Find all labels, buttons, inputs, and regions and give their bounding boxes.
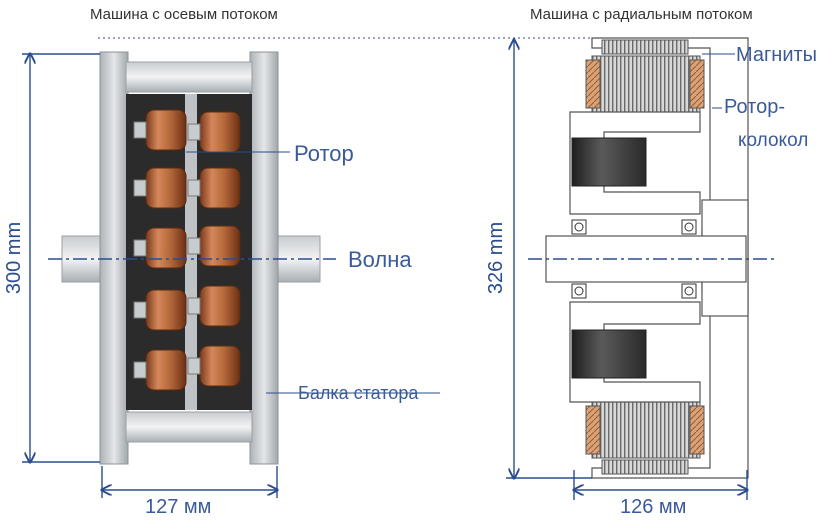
radial-bearings xyxy=(571,219,697,299)
axial-coil-left xyxy=(145,289,187,331)
axial-stator-clamp xyxy=(133,239,147,257)
radial-top-coil-right xyxy=(689,59,705,109)
axial-stator-clamp xyxy=(133,301,147,319)
axial-right-plate xyxy=(249,51,279,465)
radial-top-lam-band xyxy=(591,55,701,113)
radial-height-label: 326 mm xyxy=(485,222,507,294)
radial-magnet-lower xyxy=(571,329,647,379)
axial-title: Машина с осевым потоком xyxy=(90,6,278,23)
stator-beam-label: Балка статора xyxy=(298,383,419,403)
radial-machine xyxy=(545,37,749,479)
axial-top-rod xyxy=(125,61,253,93)
axial-bottom-rod xyxy=(125,411,253,443)
axial-stator-clamp xyxy=(133,179,147,197)
axial-stator-clamp xyxy=(187,297,201,315)
axial-coil-left xyxy=(145,167,187,209)
axial-coil-left xyxy=(145,227,187,269)
axial-stator-clamp xyxy=(187,123,201,141)
radial-magnet-upper xyxy=(571,137,647,187)
radial-bottom-coil-right xyxy=(689,405,705,455)
radial-title: Машина с радиальным потоком xyxy=(530,6,753,23)
axial-coil-right xyxy=(199,345,241,387)
axial-stator-clamp xyxy=(187,179,201,197)
radial-width-label: 126 мм xyxy=(620,496,687,518)
axial-coil-right xyxy=(199,167,241,209)
axial-machine xyxy=(61,51,321,465)
axial-coil-right xyxy=(199,225,241,267)
axial-coil-right xyxy=(199,111,241,153)
radial-dimensions xyxy=(98,37,774,500)
axial-stator-clamp xyxy=(133,121,147,139)
radial-top-coil-left xyxy=(585,59,601,109)
magnets-label: Магниты xyxy=(736,44,818,66)
axial-coils xyxy=(133,109,241,391)
radial-bottom-coil-left xyxy=(585,405,601,455)
axial-dimensions xyxy=(22,54,440,498)
radial-top-laminations xyxy=(601,39,689,55)
rotor-label: Ротор xyxy=(294,141,354,166)
axial-stator-clamp xyxy=(133,361,147,379)
axial-stator-clamp xyxy=(187,357,201,375)
axial-height-label: 300 mm xyxy=(3,222,25,294)
rotor-bell-label-1: Ротор- xyxy=(724,96,785,118)
axial-coil-right xyxy=(199,285,241,327)
axial-stator-clamp xyxy=(187,237,201,255)
rotor-bell-label-2: колокол xyxy=(738,130,809,151)
radial-bottom-lam-band xyxy=(591,401,701,459)
axial-left-plate xyxy=(99,51,129,465)
axial-coil-left xyxy=(145,349,187,391)
radial-bottom-laminations xyxy=(601,459,689,475)
shaft-label: Волна xyxy=(348,247,412,272)
axial-coil-left xyxy=(145,109,187,151)
axial-width-label: 127 мм xyxy=(145,496,212,518)
